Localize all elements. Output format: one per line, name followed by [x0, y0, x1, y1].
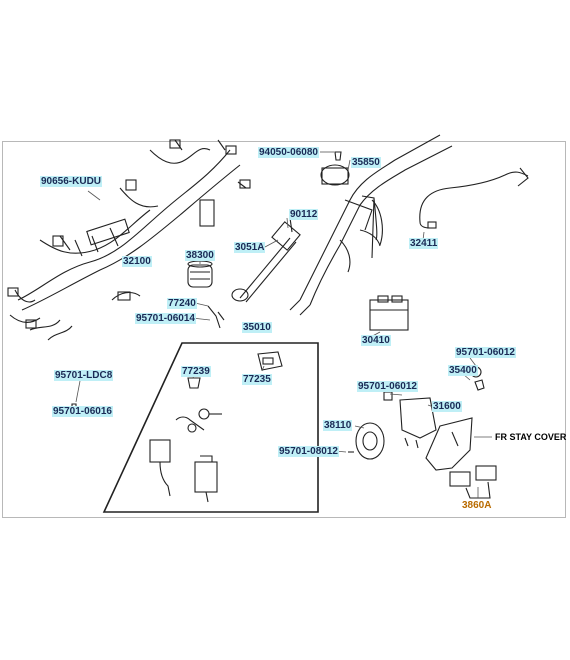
part-label-94050-06080: 94050-06080 — [258, 147, 319, 158]
part-label-95701-06012-mid: 95701-06012 — [357, 381, 418, 392]
part-label-38300: 38300 — [185, 250, 215, 261]
lock-set-items-drawing — [149, 351, 283, 503]
part-label-31600: 31600 — [432, 401, 462, 412]
part-label-77239: 77239 — [181, 366, 211, 377]
part-label-77240: 77240 — [167, 298, 197, 309]
part-label-38110: 38110 — [323, 420, 353, 431]
part-3051A-drawing — [231, 217, 301, 303]
part-35010-box — [102, 342, 319, 513]
part-label-32100: 32100 — [122, 256, 152, 267]
part-label-3051A: 3051A — [234, 242, 266, 253]
part-label-95701-06016: 95701-06016 — [52, 406, 113, 417]
part-30410-drawing — [369, 295, 409, 331]
part-38300-drawing — [187, 260, 213, 288]
part-32411-drawing — [419, 167, 529, 229]
part-label-3860A: 3860A — [461, 500, 493, 511]
diagram-frame — [2, 141, 566, 518]
part-label-77235: 77235 — [242, 374, 272, 385]
part-label-95701-LDC8: 95701-LDC8 — [54, 370, 114, 381]
part-label-35010: 35010 — [242, 322, 272, 333]
part-label-90656-KUDU: 90656-KUDU — [40, 176, 103, 187]
part-label-35400: 35400 — [448, 365, 478, 376]
part-label-95701-08012: 95701-08012 — [278, 446, 339, 457]
part-label-35850: 35850 — [351, 157, 381, 168]
frame-drawing — [289, 134, 453, 316]
part-label-30410: 30410 — [361, 335, 391, 346]
part-31600-drawing — [348, 366, 485, 460]
part-label-90112: 90112 — [289, 209, 319, 220]
fr-stay-cover-drawing — [425, 417, 497, 499]
part-label-fr-stay-cover: FR STAY COVER — [495, 432, 567, 442]
part-label-95701-06014: 95701-06014 — [135, 313, 196, 324]
part-label-32411: 32411 — [409, 238, 439, 249]
part-label-95701-06012-top: 95701-06012 — [455, 347, 516, 358]
wiring-harness-drawing — [7, 139, 251, 341]
